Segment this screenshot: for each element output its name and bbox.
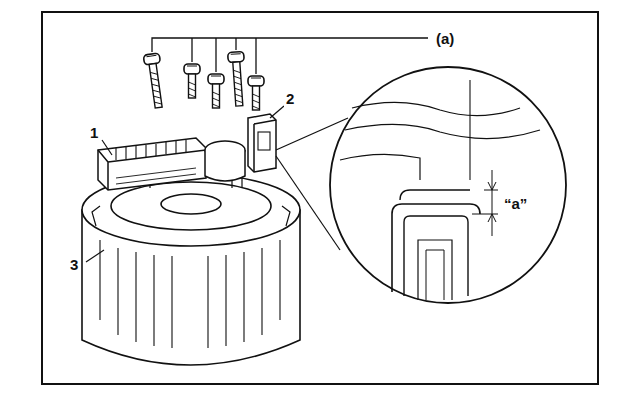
- screw-callout: (a): [434, 30, 456, 47]
- alternator-housing: [82, 174, 300, 365]
- detail-inset: [330, 67, 566, 303]
- dimension-label: “a”: [502, 195, 529, 212]
- regulator: [98, 138, 245, 190]
- brush-holder: [248, 114, 276, 172]
- screw: [143, 51, 264, 110]
- callout-number: 1: [88, 124, 100, 141]
- leader-line: [86, 106, 284, 262]
- callout-number: 3: [68, 256, 80, 273]
- callout-number: 2: [284, 90, 296, 107]
